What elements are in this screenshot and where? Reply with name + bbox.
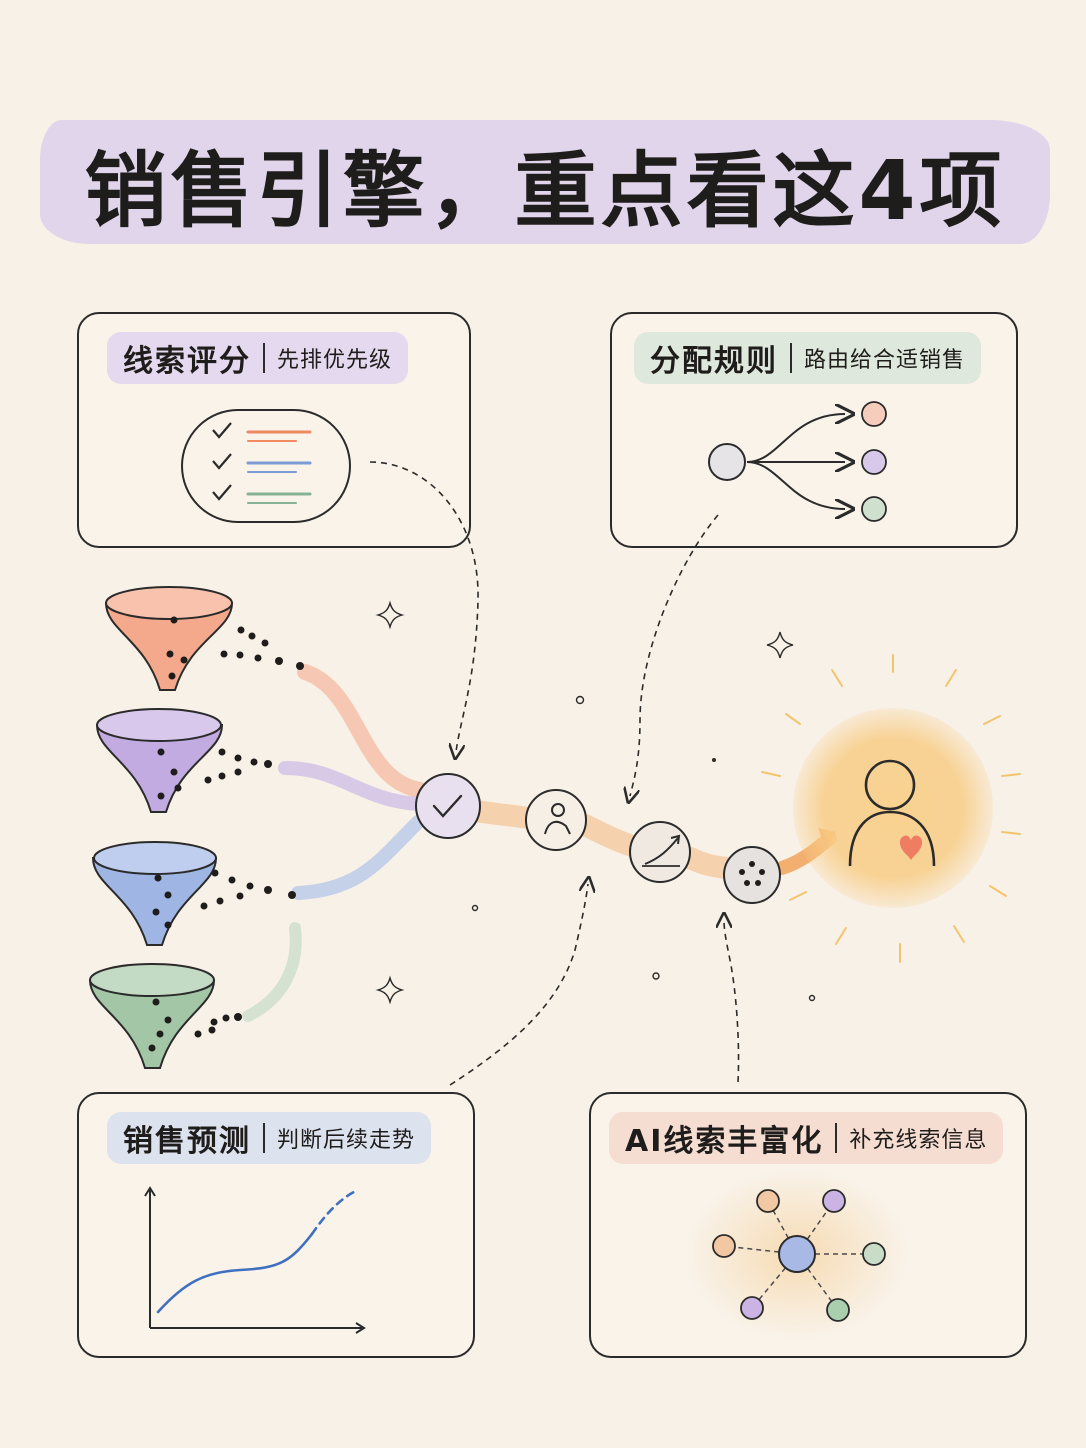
card-title: 线索评分: [123, 344, 251, 379]
funnel-icon: [104, 586, 234, 691]
trend-icon: [629, 821, 691, 883]
divider: [790, 343, 792, 373]
divider: [835, 1123, 838, 1153]
line-chart-icon: [144, 1186, 366, 1334]
card-subtitle: 路由给合适销售: [804, 348, 966, 373]
card-subtitle: 先排优先级: [277, 348, 393, 373]
card-header-forecast: 销售预测 判断后续走势: [107, 1112, 432, 1164]
network-icon: [685, 1168, 909, 1340]
sparkle-icon: [375, 600, 816, 1005]
funnel-icon: [91, 841, 218, 946]
card-title: 销售预测: [123, 1124, 251, 1159]
decorative-dots: [712, 758, 716, 762]
card-forecast: 销售预测 判断后续走势: [77, 1092, 475, 1358]
card-title: AI线索丰富化: [625, 1124, 824, 1159]
routing-icon: [708, 401, 887, 522]
funnel-icon: [95, 708, 224, 813]
divider: [263, 1123, 265, 1153]
dot-trails: [194, 626, 304, 1038]
divider: [263, 343, 265, 373]
card-header-lead-scoring: 线索评分 先排优先级: [107, 332, 409, 384]
title-banner: 销售引擎，重点看这4项: [40, 108, 1050, 258]
check-icon: [415, 773, 481, 839]
card-subtitle: 补充线索信息: [849, 1128, 988, 1153]
person-icon: [525, 789, 587, 851]
card-assignment: 分配规则 路由给合适销售: [610, 312, 1018, 548]
dots-icon: [723, 846, 781, 904]
card-title: 分配规则: [650, 344, 778, 379]
funnel-icon: [88, 963, 216, 1069]
customer-icon: [761, 654, 1021, 963]
title-highlight: [40, 120, 1050, 244]
card-header-assignment: 分配规则 路由给合适销售: [634, 332, 982, 384]
checklist-icon: [181, 409, 351, 523]
card-subtitle: 判断后续走势: [277, 1128, 416, 1153]
page-title: 销售引擎，重点看这4项: [84, 143, 1006, 239]
heart-icon: [899, 835, 923, 860]
dashed-connectors: [369, 461, 740, 1086]
card-enrichment: AI线索丰富化 补充线索信息: [589, 1092, 1027, 1358]
card-lead-scoring: 线索评分 先排优先级: [77, 312, 471, 548]
card-header-enrichment: AI线索丰富化 补充线索信息: [609, 1112, 1004, 1164]
